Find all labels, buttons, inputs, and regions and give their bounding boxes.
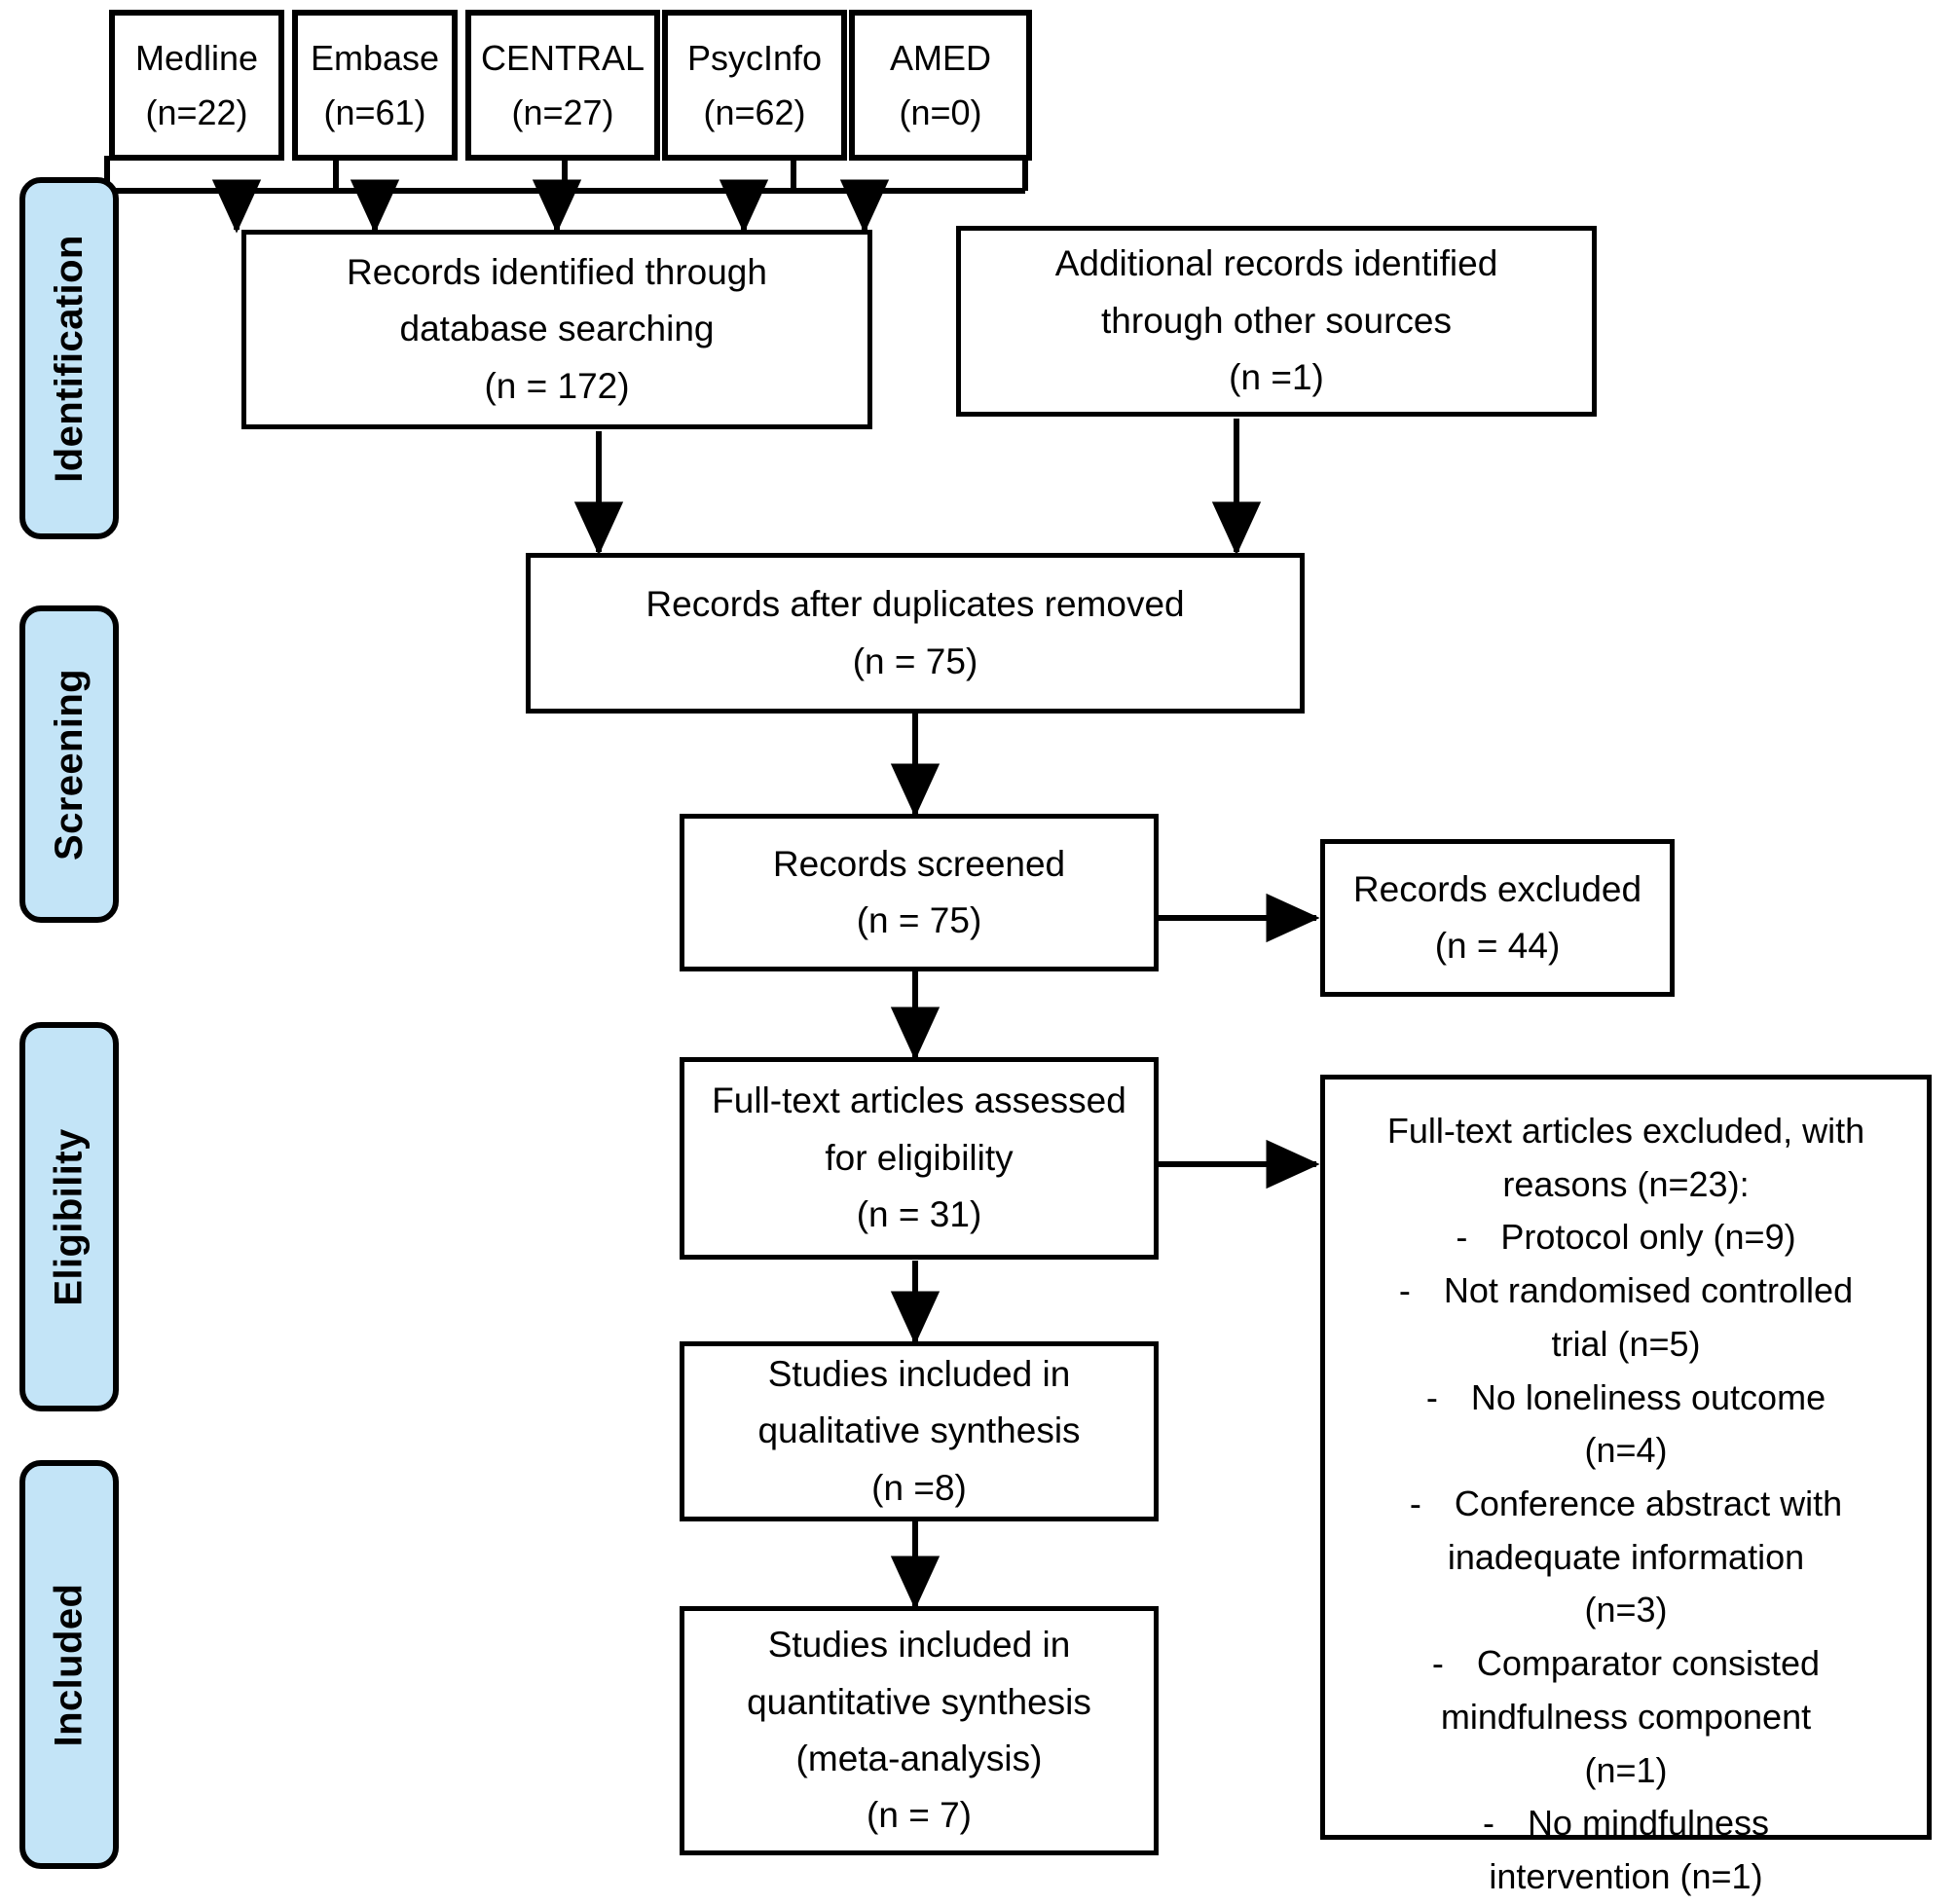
fulltext-assessed-count: (n = 31) [856, 1194, 982, 1235]
exclusion-reason-line: (n=4) [1346, 1424, 1905, 1478]
bullet-dash-icon: - [1456, 1217, 1468, 1258]
exclusion-reason-line: trial (n=5) [1346, 1318, 1905, 1372]
exclusion-reason-line: inadequate information [1346, 1531, 1905, 1585]
exclusion-reason-text: Protocol only (n=9) [1500, 1217, 1796, 1258]
box-records-screened: Records screened (n = 75) [680, 814, 1159, 971]
screened-line1: Records screened [772, 843, 1066, 884]
database-count-medline: (n=22) [145, 92, 248, 132]
fulltext-assessed-line2: for eligibility [825, 1137, 1014, 1178]
exclusion-reason-line: (n=3) [1346, 1584, 1905, 1637]
exclusion-reason-text: No loneliness outcome [1470, 1376, 1826, 1417]
exclusion-reason-text: Comparator consisted [1476, 1643, 1821, 1684]
records-excluded-line1: Records excluded [1352, 868, 1642, 909]
database-box-medline: Medline (n=22) [109, 10, 284, 161]
exclusion-reason-text: (n=4) [1584, 1430, 1668, 1471]
quantitative-line1: Studies included in [767, 1625, 1071, 1666]
box-fulltext-articles-assessed: Full-text articles assessed for eligibil… [680, 1057, 1159, 1260]
box-records-excluded: Records excluded (n = 44) [1320, 839, 1675, 997]
bullet-dash-icon: - [1425, 1376, 1438, 1417]
database-name-amed: AMED [889, 37, 991, 78]
exclusion-reason-text: inadequate information [1447, 1536, 1805, 1577]
exclusion-reason-line: -Conference abstract with [1346, 1478, 1905, 1531]
box-records-identified-database-searching: Records identified through database sear… [241, 230, 872, 429]
db-search-line2: database searching [399, 309, 715, 349]
database-name-central: CENTRAL [481, 37, 646, 78]
other-sources-count: (n =1) [1229, 357, 1324, 398]
stage-label-included-text: Included [47, 1583, 91, 1746]
box-fulltext-excluded-with-reasons: Full-text articles excluded, with reason… [1320, 1075, 1932, 1896]
stage-label-screening: Screening [19, 605, 119, 923]
qualitative-count: (n =8) [871, 1467, 967, 1508]
exclusion-reason-text: trial (n=5) [1551, 1323, 1701, 1364]
exclusion-reason-text: intervention (n=1) [1489, 1856, 1763, 1897]
exclusion-reason-line: -No loneliness outcome [1346, 1372, 1905, 1425]
exclusion-reason-text: (n=3) [1584, 1590, 1668, 1630]
exclusion-reason-text: No mindfulness [1527, 1803, 1770, 1844]
records-excluded-count: (n = 44) [1434, 926, 1561, 966]
database-name-psycinfo: PsycInfo [686, 37, 823, 78]
db-search-line1: Records identified through [347, 251, 767, 292]
box-records-after-duplicates-removed: Records after duplicates removed (n = 75… [526, 553, 1305, 714]
exclusion-reason-line: (n=1) [1346, 1744, 1905, 1798]
database-name-medline: Medline [134, 37, 259, 78]
box-studies-qualitative-synthesis: Studies included in qualitative synthesi… [680, 1341, 1159, 1521]
exclusion-reason-text: Not randomised controlled [1443, 1270, 1854, 1311]
bullet-dash-icon: - [1482, 1803, 1494, 1844]
db-search-count: (n = 172) [484, 365, 630, 406]
box-additional-records-other-sources: Additional records identified through ot… [956, 226, 1597, 417]
screened-count: (n = 75) [856, 900, 982, 940]
exclusion-reason-line: intervention (n=1) [1346, 1850, 1905, 1904]
stage-label-screening-text: Screening [47, 668, 91, 860]
quantitative-line2: quantitative synthesis [747, 1681, 1091, 1722]
quantitative-count: (n = 7) [867, 1795, 972, 1836]
after-duplicates-count: (n = 75) [852, 641, 978, 681]
database-count-central: (n=27) [511, 92, 614, 132]
fulltext-assessed-line1: Full-text articles assessed [712, 1080, 1126, 1121]
qualitative-line1: Studies included in [767, 1353, 1071, 1394]
exclusion-reason-text: mindfulness component [1440, 1696, 1812, 1737]
database-box-psycinfo: PsycInfo (n=62) [662, 10, 847, 161]
bullet-dash-icon: - [1398, 1270, 1411, 1311]
database-box-amed: AMED (n=0) [849, 10, 1032, 161]
exclusion-header-line2: reasons (n=23): [1502, 1163, 1750, 1204]
stage-label-identification-text: Identification [47, 234, 91, 483]
exclusion-reason-text: (n=1) [1584, 1749, 1668, 1790]
quantitative-line3: (meta-analysis) [795, 1739, 1043, 1778]
database-name-embase: Embase [310, 37, 440, 78]
stage-label-eligibility-text: Eligibility [47, 1127, 91, 1306]
exclusion-reason-line: -No mindfulness [1346, 1797, 1905, 1850]
exclusion-reason-line: -Not randomised controlled [1346, 1264, 1905, 1318]
exclusion-reason-line: -Protocol only (n=9) [1346, 1211, 1905, 1264]
qualitative-line2: qualitative synthesis [757, 1410, 1081, 1451]
database-count-amed: (n=0) [899, 92, 982, 132]
bullet-dash-icon: - [1431, 1643, 1444, 1684]
exclusion-reason-text: Conference abstract with [1454, 1483, 1843, 1524]
database-box-embase: Embase (n=61) [292, 10, 458, 161]
other-sources-line2: through other sources [1101, 300, 1452, 341]
database-count-embase: (n=61) [323, 92, 426, 132]
exclusion-reason-line: -Comparator consisted [1346, 1637, 1905, 1691]
stage-label-included: Included [19, 1460, 119, 1869]
database-count-psycinfo: (n=62) [703, 92, 806, 132]
exclusion-reason-line: mindfulness component [1346, 1691, 1905, 1744]
after-duplicates-line1: Records after duplicates removed [646, 584, 1185, 625]
exclusion-header-line1: Full-text articles excluded, with [1386, 1111, 1865, 1151]
box-studies-quantitative-synthesis: Studies included in quantitative synthes… [680, 1606, 1159, 1855]
database-box-central: CENTRAL (n=27) [465, 10, 660, 161]
stage-label-identification: Identification [19, 177, 119, 539]
bullet-dash-icon: - [1409, 1483, 1421, 1524]
other-sources-line1: Additional records identified [1054, 243, 1498, 284]
stage-label-eligibility: Eligibility [19, 1022, 119, 1411]
